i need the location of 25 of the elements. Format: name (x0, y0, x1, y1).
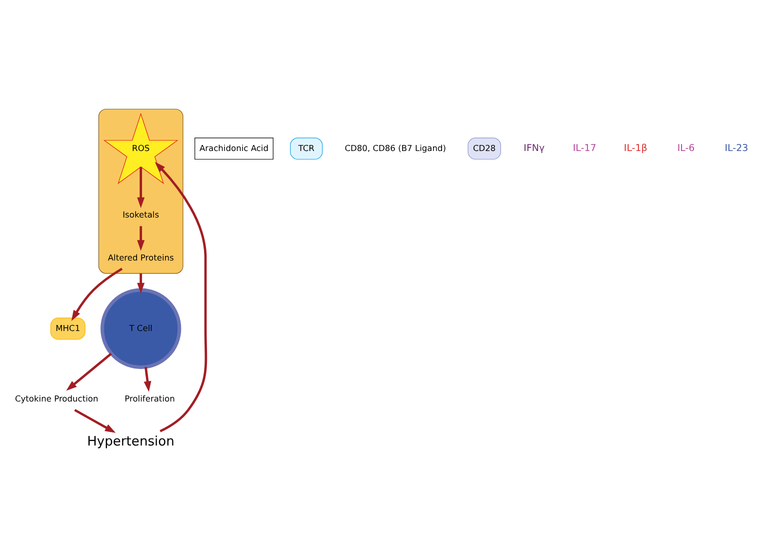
arrow (137, 166, 145, 208)
node-box: Arachidonic Acid (194, 137, 274, 160)
label: IL-23 (724, 142, 748, 154)
arrow (154, 161, 208, 432)
arrow (137, 226, 145, 250)
arrow (66, 352, 112, 390)
cluster (98, 108, 184, 274)
node-text: Hypertension (87, 434, 174, 449)
node-box: CD28 (468, 137, 501, 160)
node-box: TCR (290, 137, 323, 160)
node-text: Cytokine Production (14, 392, 98, 403)
label: IL-1β (624, 142, 648, 154)
node-text: Proliferation (124, 392, 175, 403)
arrow (74, 408, 116, 432)
label: IFNγ (524, 142, 545, 154)
node-text: Isoketals (122, 209, 160, 220)
arrow (137, 272, 145, 294)
label: IL-17 (572, 142, 596, 154)
node-text: CD80, CD86 (B7 Ligand) (344, 142, 446, 152)
node-box: MHC1 (50, 317, 86, 340)
arrow (144, 366, 152, 392)
label: IL-6 (677, 142, 695, 154)
arrow (71, 267, 123, 320)
node-text: Altered Proteins (108, 252, 174, 262)
node-circle: T Cell (100, 288, 182, 368)
